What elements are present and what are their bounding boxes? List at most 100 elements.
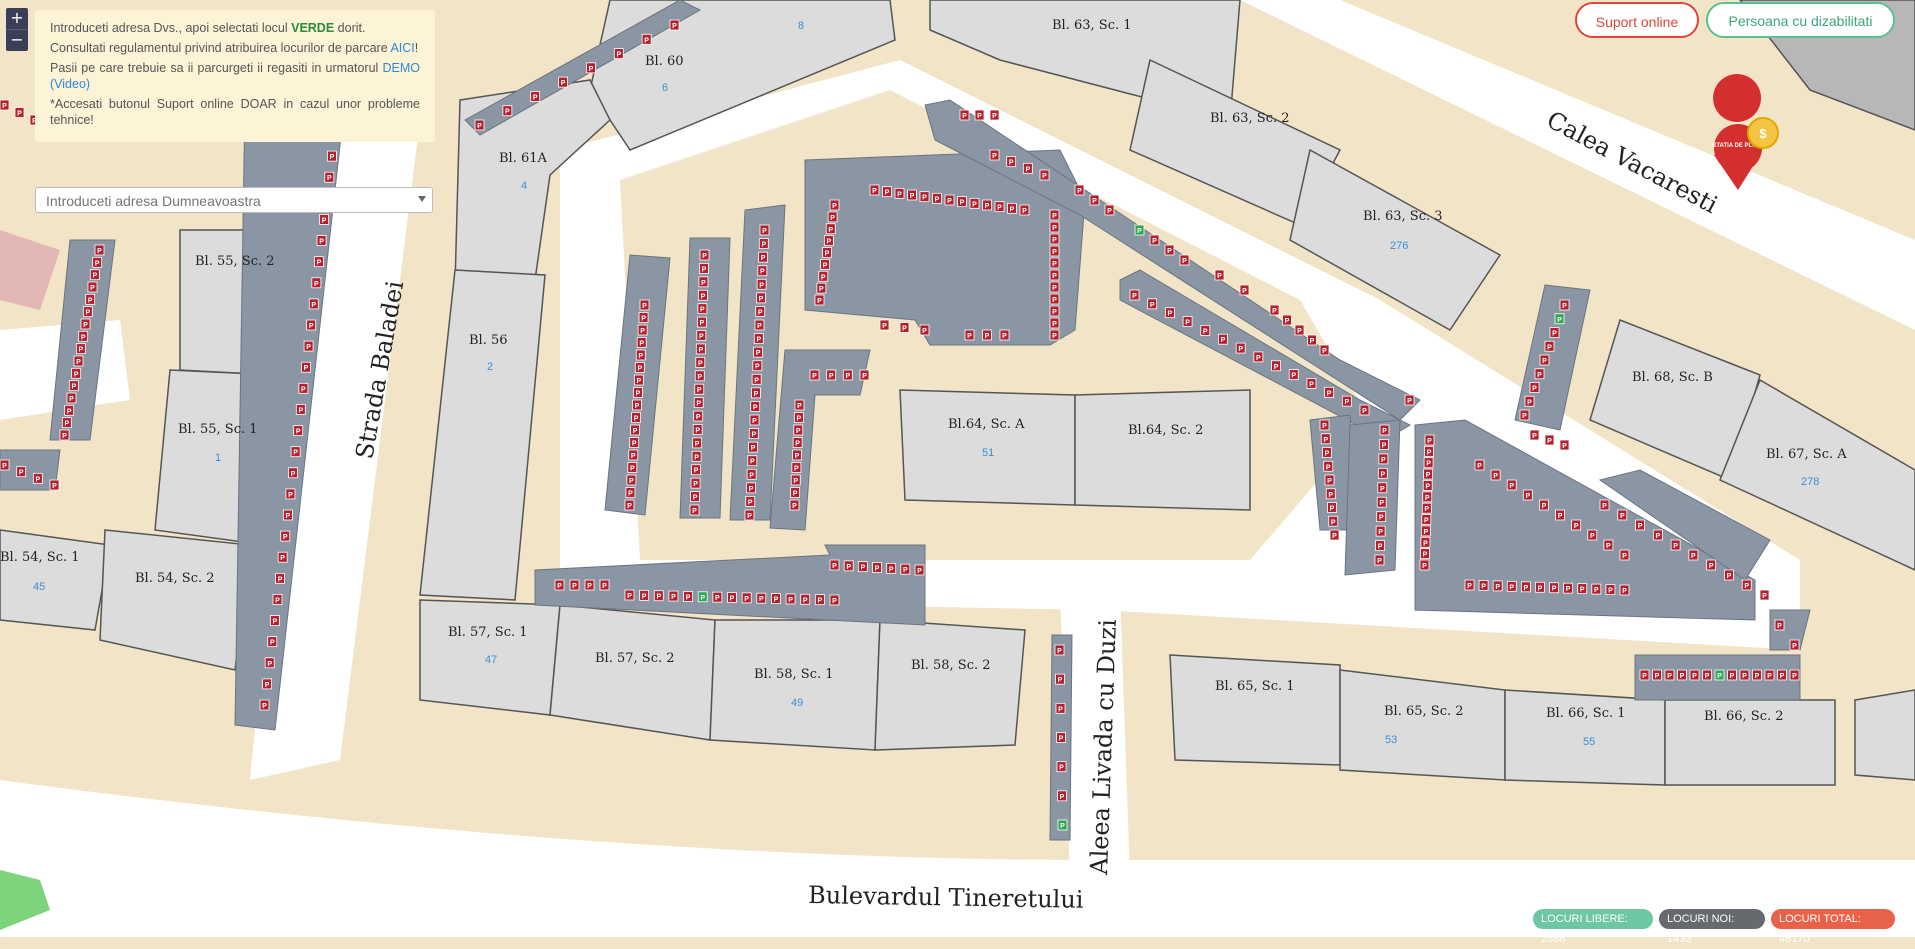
- parking-spot-occupied[interactable]: P: [1727, 669, 1737, 681]
- parking-spot-occupied[interactable]: P: [61, 417, 72, 429]
- parking-spot-occupied[interactable]: P: [1478, 580, 1489, 591]
- parking-spot-occupied[interactable]: P: [638, 312, 649, 323]
- parking-spot-occupied[interactable]: P: [80, 318, 91, 330]
- parking-spot-occupied[interactable]: P: [744, 509, 755, 521]
- chevron-down-icon[interactable]: [418, 196, 426, 202]
- parking-spot-occupied[interactable]: P: [712, 591, 723, 603]
- parking-spot-occupied[interactable]: P: [1325, 488, 1336, 500]
- parking-spot-occupied[interactable]: P: [586, 62, 596, 74]
- parking-spot-occupied[interactable]: P: [827, 211, 838, 223]
- parking-spot-occupied[interactable]: P: [691, 450, 702, 462]
- parking-spot-occupied[interactable]: P: [1218, 333, 1228, 345]
- parking-spot-occupied[interactable]: P: [16, 466, 27, 478]
- parking-spot-occupied[interactable]: P: [1049, 281, 1060, 293]
- parking-spot-occupied[interactable]: P: [1374, 554, 1385, 566]
- parking-spot-occupied[interactable]: P: [49, 479, 60, 491]
- parking-spot-occupied[interactable]: P: [267, 636, 278, 648]
- parking-spot-occupied[interactable]: P: [1544, 340, 1555, 352]
- disabled-person-button[interactable]: Persoana cu dizabilitati: [1706, 2, 1895, 38]
- parking-spot-occupied[interactable]: P: [829, 559, 840, 571]
- parking-spot-occupied[interactable]: P: [82, 306, 93, 318]
- parking-spot-free[interactable]: P: [1554, 313, 1565, 325]
- parking-spot-occupied[interactable]: P: [1422, 491, 1433, 503]
- parking-spot-occupied[interactable]: P: [964, 329, 975, 341]
- parking-spot-occupied[interactable]: P: [633, 374, 644, 386]
- parking-spot-occupied[interactable]: P: [752, 360, 763, 372]
- parking-spot-occupied[interactable]: P: [969, 197, 980, 209]
- parking-spot-occupied[interactable]: P: [1492, 580, 1503, 592]
- parking-spot-occupied[interactable]: P: [275, 572, 285, 584]
- parking-spot-occupied[interactable]: P: [1104, 204, 1115, 216]
- parking-spot-occupied[interactable]: P: [64, 404, 75, 416]
- parking-spot-occupied[interactable]: P: [262, 678, 272, 690]
- parking-spot-occupied[interactable]: P: [66, 392, 77, 404]
- parking-spot-occupied[interactable]: P: [999, 329, 1010, 341]
- parking-spot-occupied[interactable]: P: [1689, 669, 1700, 681]
- parking-spot-occupied[interactable]: P: [814, 594, 825, 606]
- parking-spot-occupied[interactable]: P: [820, 258, 831, 270]
- parking-spot-occupied[interactable]: P: [1702, 669, 1712, 681]
- parking-spot-occupied[interactable]: P: [1179, 254, 1190, 266]
- parking-spot-occupied[interactable]: P: [792, 437, 803, 448]
- parking-spot-occupied[interactable]: P: [758, 238, 769, 249]
- parking-spot-occupied[interactable]: P: [653, 590, 664, 602]
- parking-spot-occupied[interactable]: P: [1741, 579, 1752, 591]
- parking-spot-occupied[interactable]: P: [285, 488, 296, 500]
- parking-spot-occupied[interactable]: P: [1269, 304, 1280, 316]
- parking-spot-occupied[interactable]: P: [1253, 351, 1264, 363]
- parking-spot-occupied[interactable]: P: [1341, 395, 1352, 407]
- parking-spot-occupied[interactable]: P: [1377, 467, 1388, 479]
- parking-spot-occupied[interactable]: P: [269, 615, 280, 626]
- parking-spot-occupied[interactable]: P: [1789, 639, 1800, 651]
- parking-spot-occupied[interactable]: P: [756, 292, 766, 304]
- parking-spot-occupied[interactable]: P: [793, 412, 804, 423]
- parking-spot-occupied[interactable]: P: [1591, 583, 1602, 595]
- parking-spot-occupied[interactable]: P: [1379, 424, 1390, 436]
- parking-spot-occupied[interactable]: P: [741, 592, 752, 604]
- parking-spot-occupied[interactable]: P: [793, 424, 804, 436]
- parking-spot-occupied[interactable]: P: [829, 199, 840, 211]
- parking-spot-occupied[interactable]: P: [1239, 284, 1250, 296]
- parking-spot-occupied[interactable]: P: [758, 251, 768, 263]
- parking-spot-occupied[interactable]: P: [1056, 732, 1066, 743]
- parking-spot-occupied[interactable]: P: [690, 491, 700, 502]
- parking-spot-occupied[interactable]: P: [1559, 299, 1570, 311]
- parking-spot-occupied[interactable]: P: [690, 477, 701, 489]
- parking-spot-occupied[interactable]: P: [879, 319, 890, 331]
- parking-spot-occupied[interactable]: P: [1706, 559, 1717, 571]
- parking-spot-occupied[interactable]: P: [696, 330, 707, 341]
- parking-spot-occupied[interactable]: P: [626, 474, 637, 486]
- parking-spot-occupied[interactable]: P: [293, 425, 304, 436]
- parking-spot-occupied[interactable]: P: [689, 504, 700, 516]
- parking-spot-occupied[interactable]: P: [1049, 293, 1060, 305]
- parking-spot-occupied[interactable]: P: [1055, 702, 1066, 714]
- parking-spot-occupied[interactable]: P: [1789, 669, 1800, 681]
- parking-spot-occupied[interactable]: P: [872, 562, 882, 573]
- parking-spot-occupied[interactable]: P: [818, 270, 829, 282]
- parking-spot-occupied[interactable]: P: [756, 278, 767, 290]
- parking-spot-occupied[interactable]: P: [272, 594, 283, 605]
- support-online-button[interactable]: Suport online: [1575, 2, 1699, 38]
- parking-spot-occupied[interactable]: P: [1423, 457, 1434, 469]
- demo-video-link[interactable]: DEMO (Video): [50, 61, 420, 91]
- parking-spot-free[interactable]: P: [1134, 224, 1145, 236]
- parking-spot-occupied[interactable]: P: [693, 410, 704, 422]
- parking-spot-occupied[interactable]: P: [753, 333, 764, 344]
- parking-spot-occupied[interactable]: P: [899, 322, 910, 333]
- parking-spot-occupied[interactable]: P: [277, 551, 288, 563]
- parking-spot-occupied[interactable]: P: [1271, 360, 1281, 372]
- parking-spot-occupied[interactable]: P: [1724, 569, 1734, 581]
- parking-spot-occupied[interactable]: P: [1049, 317, 1060, 329]
- parking-spot-occupied[interactable]: P: [1563, 582, 1574, 594]
- zoom-out-button[interactable]: −: [6, 29, 28, 51]
- parking-spot-occupied[interactable]: P: [1149, 234, 1160, 246]
- parking-spot-occupied[interactable]: P: [1524, 395, 1535, 407]
- parking-spot-occupied[interactable]: P: [1619, 584, 1630, 596]
- parking-spot-occupied[interactable]: P: [790, 474, 801, 486]
- parking-spot-occupied[interactable]: P: [1652, 669, 1662, 681]
- parking-spot-occupied[interactable]: P: [1421, 502, 1432, 514]
- parking-spot-occupied[interactable]: P: [1677, 669, 1687, 681]
- parking-spot-occupied[interactable]: P: [1049, 305, 1060, 317]
- parking-spot-occupied[interactable]: P: [502, 105, 513, 117]
- parking-spot-occupied[interactable]: P: [288, 467, 298, 479]
